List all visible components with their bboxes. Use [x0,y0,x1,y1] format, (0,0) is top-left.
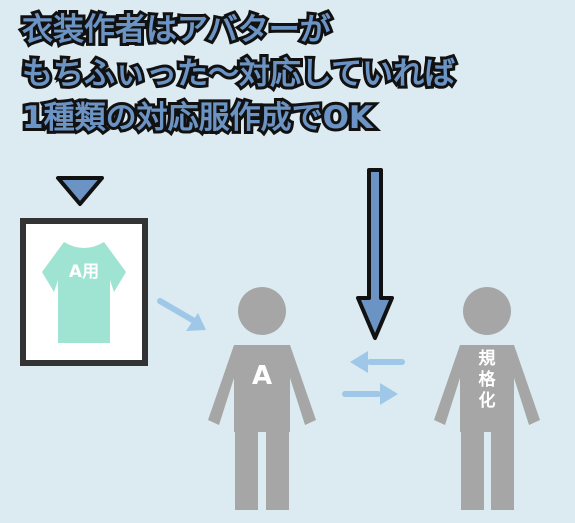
headline: 衣装作者はアバターが もちふぃった〜対応していれば 1種類の対応服作成でOK [19,8,570,140]
headline-line-3: 1種類の対応服作成でOK [19,97,376,139]
pointer-triangle-icon [56,176,104,206]
standard-label-char-3: 化 [479,390,496,411]
avatar-a-label: A [252,361,272,391]
down-arrow [356,168,394,340]
headline-line-2: もちふぃった〜対応していれば [19,53,458,95]
avatar-a-figure: A [208,287,316,510]
standard-avatar-figure: 規 格 化 [434,287,540,510]
costume-label: A用 [69,262,99,282]
shirt-icon [42,242,126,343]
standard-label-char-2: 格 [479,369,497,390]
headline-line-1: 衣装作者はアバターが [19,9,334,51]
exchange-arrows [342,351,405,405]
standard-label-char-1: 規 [479,349,496,369]
arrow-to-avatar-a [157,298,206,331]
costume-frame: A用 [20,218,148,366]
